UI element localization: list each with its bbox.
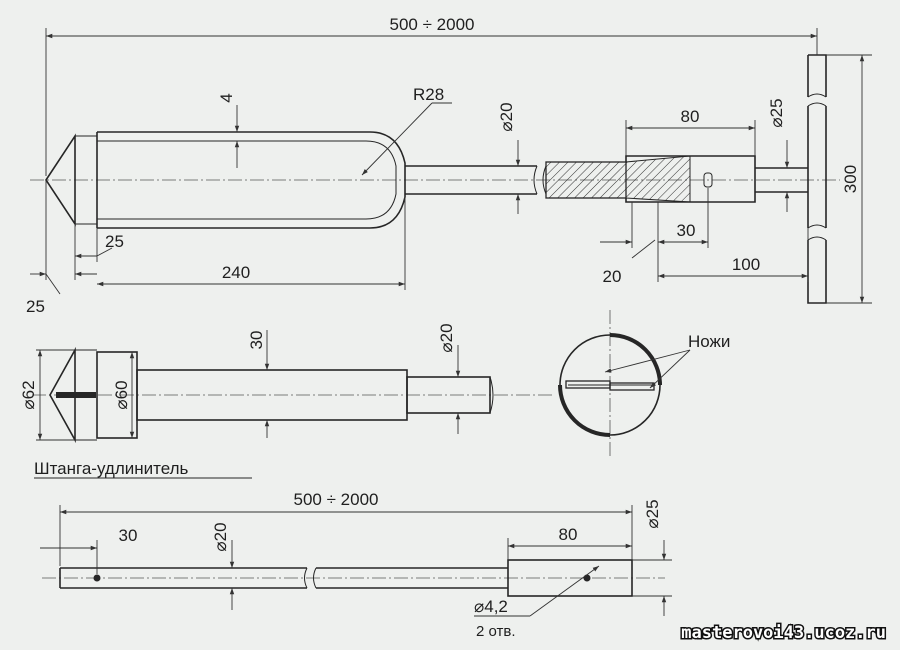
dim-socket-length: 80 — [681, 107, 700, 126]
dim-inner-diameter: ⌀60 — [112, 380, 131, 409]
dim-ext-hole: 30 — [119, 526, 138, 545]
dim-rod-diameter: ⌀20 — [497, 102, 516, 131]
dim-ext-holes-count: 2 отв. — [476, 623, 516, 640]
socket-hatched — [545, 161, 627, 199]
dim-radius: R28 — [413, 85, 444, 104]
watermark: masterovoi43.ucoz.ru — [681, 623, 886, 643]
extension-rod-title: Штанга-удлинитель — [34, 459, 189, 478]
auger-body — [97, 131, 406, 229]
borer-side-view: ⌀62 ⌀60 30 ⌀20 — [19, 323, 555, 444]
extension-rod-view: 500 ÷ 2000 30 80 ⌀20 ⌀25 ⌀4,2 2 отв. — [40, 490, 672, 640]
borer-top-view: 500 ÷ 2000 4 R28 ⌀20 80 ⌀25 300 30 — [26, 15, 872, 316]
dim-hole-position: 30 — [677, 221, 696, 240]
dim-20: 20 — [603, 267, 622, 286]
dim-body-length: 240 — [222, 263, 250, 282]
dim-tip-b: 25 — [26, 297, 45, 316]
t-handle — [807, 54, 827, 304]
dim-total-length: 500 ÷ 2000 — [390, 15, 475, 34]
dim-shaft-rod-diameter: ⌀20 — [437, 323, 456, 352]
end-view: Ножи — [558, 310, 730, 458]
dim-ext-diameter: ⌀20 — [211, 522, 230, 551]
dim-body-diameter: ⌀62 — [19, 380, 38, 409]
dim-ext-length: 500 ÷ 2000 — [294, 490, 379, 509]
knives-label: Ножи — [688, 332, 730, 351]
extension-socket — [507, 559, 633, 597]
dim-ext-diameter-2: ⌀25 — [643, 499, 662, 528]
dim-shaft-diameter: 30 — [247, 331, 266, 350]
dim-ext-socket: 80 — [559, 525, 578, 544]
dim-tip-a: 25 — [105, 232, 124, 251]
cone-tip — [45, 133, 76, 227]
socket — [625, 155, 756, 203]
dim-tbar-length: 300 — [841, 165, 860, 193]
dim-ext-holes: ⌀4,2 — [474, 597, 508, 616]
dim-100: 100 — [732, 255, 760, 274]
dim-wall: 4 — [217, 93, 236, 102]
dim-tbar-diameter: ⌀25 — [767, 98, 786, 127]
